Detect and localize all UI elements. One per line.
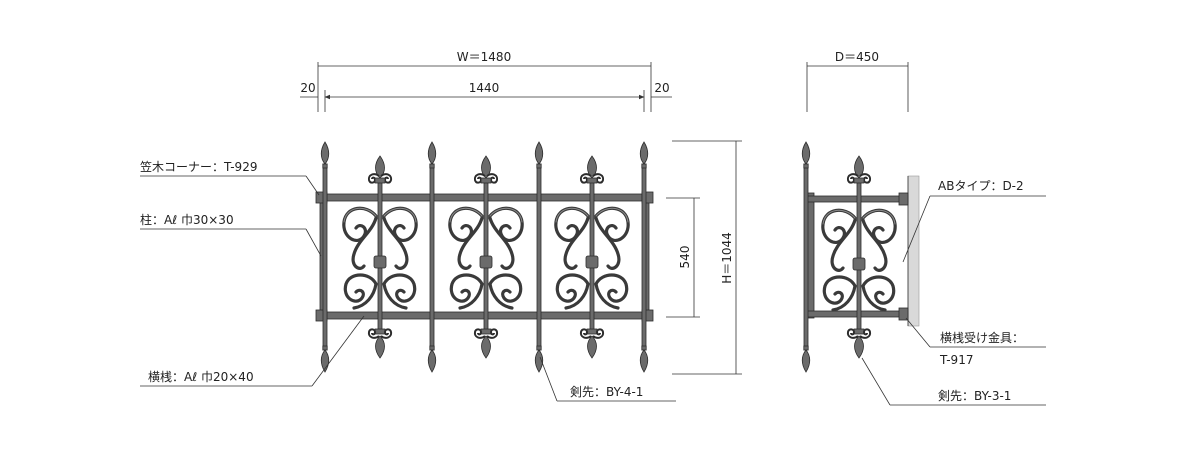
leader-ab-type: ABタイプ：D-2 <box>902 179 1046 263</box>
dimension-height-total: H＝1044 <box>672 140 742 375</box>
label-rail-bracket-2: T-917 <box>939 353 973 367</box>
label-rail-bracket-1: 横桟受け金具： <box>940 330 1024 345</box>
dimension-inner: 20 1440 20 <box>300 81 672 112</box>
leader-rail: 横桟：Aℓ 巾20×40 <box>140 315 365 387</box>
label-kasagi-corner: 笠木コーナー：T-929 <box>140 159 257 174</box>
dimension-panel-height: 540 <box>666 197 700 318</box>
leader-kasagi-corner: 笠木コーナー：T-929 <box>140 159 320 196</box>
leader-finial-front: 剣先：BY-4-1 <box>539 356 676 402</box>
wall <box>907 175 920 327</box>
depth-label: D＝450 <box>835 50 879 64</box>
height-total-label: H＝1044 <box>720 232 734 284</box>
leader-post: 柱：Aℓ 巾30×30 <box>140 212 322 257</box>
side-right-label: 20 <box>654 81 669 95</box>
inner-width-label: 1440 <box>469 81 500 95</box>
dimension-depth: D＝450 <box>806 50 909 112</box>
dimension-width-total: W＝1480 <box>317 50 652 112</box>
rail-bracket-bottom <box>898 307 909 321</box>
side-ornamental-picket <box>856 181 862 333</box>
side-left-label: 20 <box>300 81 315 95</box>
side-elevation: D＝450 ABタイプ：D-2 横桟受け金具： T-9 <box>801 50 1046 406</box>
label-ab-type: ABタイプ：D-2 <box>938 179 1024 193</box>
label-finial-side: 剣先：BY-3-1 <box>938 389 1011 403</box>
width-total-label: W＝1480 <box>457 50 511 64</box>
label-rail: 横桟：Aℓ 巾20×40 <box>148 370 254 384</box>
label-finial-front: 剣先：BY-4-1 <box>570 385 643 399</box>
panel-height-label: 540 <box>678 246 692 269</box>
front-elevation: W＝1480 20 1440 20 540 H＝1044 <box>140 50 742 402</box>
plain-pickets <box>320 141 649 373</box>
rail-bracket-top <box>898 192 909 206</box>
label-post: 柱：Aℓ 巾30×30 <box>140 212 234 227</box>
side-plain-picket <box>803 163 809 351</box>
leader-rail-bracket: 横桟受け金具： T-917 <box>905 317 1046 367</box>
leader-finial-side: 剣先：BY-3-1 <box>861 357 1046 406</box>
